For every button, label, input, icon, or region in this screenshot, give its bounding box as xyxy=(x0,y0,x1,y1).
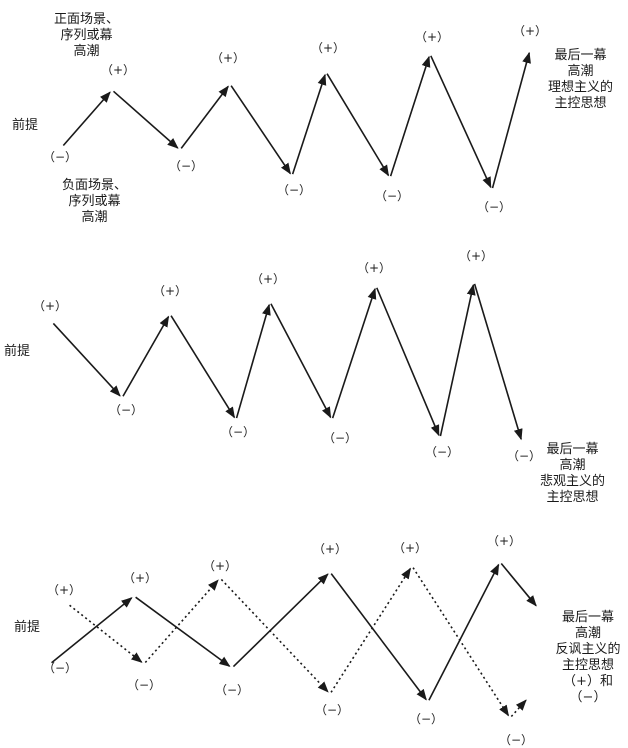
ironic-solid-sign: （+） xyxy=(486,534,522,548)
pessimistic-arc-segment xyxy=(170,315,236,419)
idealistic-arc-segment xyxy=(112,90,179,149)
pessimistic-arc-segment xyxy=(122,315,170,397)
ending-note-pessimistic: 最后一幕 高潮 悲观主义的 主控思想 xyxy=(540,442,606,505)
ironic-solid-sign: （−） xyxy=(214,683,250,697)
ironic-dotted-arc-segment xyxy=(510,699,527,718)
ironic-solid-arc-segment xyxy=(232,573,329,668)
premise-label-1: 前提 xyxy=(12,118,39,133)
pessimistic-sign: （+） xyxy=(250,272,286,286)
ironic-solid-arc-segment xyxy=(135,596,231,667)
ironic-start-sign-solid: （−） xyxy=(42,661,78,675)
pessimistic-arc-segment xyxy=(439,283,476,437)
idealistic-arc-segment xyxy=(430,55,492,189)
pessimistic-arc-segment xyxy=(376,287,440,437)
pessimistic-sign: （−） xyxy=(424,445,460,459)
idealistic-start-sign: （−） xyxy=(42,150,78,164)
ironic-dotted-arc-segment xyxy=(412,567,510,717)
ending-note-idealistic: 最后一幕 高潮 理想主义的 主控思想 xyxy=(548,48,614,111)
pessimistic-sign: （−） xyxy=(220,425,256,439)
idealistic-arc-segment xyxy=(230,85,291,175)
ironic-solid-sign: （+） xyxy=(122,571,158,585)
ironic-dotted-sign: （−） xyxy=(126,678,162,692)
ironic-dotted-sign: （+） xyxy=(202,559,238,573)
idealistic-arc-segment xyxy=(389,55,431,177)
ironic-solid-arc-segment xyxy=(330,573,427,701)
pessimistic-sign: （+） xyxy=(152,284,188,298)
ironic-dotted-sign: （−） xyxy=(498,733,534,747)
negative-climax-note: 负面场景、 序列或幕 高潮 xyxy=(62,178,128,225)
idealistic-sign: （+） xyxy=(210,51,246,65)
positive-climax-note: 正面场景、 序列或幕 高潮 xyxy=(54,12,120,59)
pessimistic-arc-segment xyxy=(473,283,523,441)
idealistic-sign: （+） xyxy=(310,41,346,55)
ironic-start-sign-dotted: （+） xyxy=(46,583,82,597)
idealistic-sign: （−） xyxy=(374,189,410,203)
idealistic-sign: （+） xyxy=(414,30,450,44)
pessimistic-arc-segment xyxy=(235,303,271,419)
idealistic-arc-segment xyxy=(491,51,531,189)
ironic-dotted-arc-segment xyxy=(330,567,412,693)
premise-label-2: 前提 xyxy=(4,344,31,359)
pessimistic-sign: （−） xyxy=(322,431,358,445)
idealistic-arc-segment xyxy=(326,73,390,177)
ironic-dotted-sign: （+） xyxy=(392,541,428,555)
pessimistic-sign: （+） xyxy=(458,249,494,263)
ironic-dotted-arc-segment xyxy=(220,578,329,693)
idealistic-sign: （+） xyxy=(512,24,548,38)
pessimistic-arc-segment xyxy=(331,287,377,419)
ironic-dotted-arc-segment xyxy=(69,604,143,663)
pessimistic-sign: （−） xyxy=(108,403,144,417)
idealistic-sign: （+） xyxy=(100,63,136,77)
ironic-solid-sign: （−） xyxy=(408,712,444,726)
pessimistic-sign: （+） xyxy=(356,261,392,275)
idealistic-sign: （−） xyxy=(168,159,204,173)
idealistic-arc-segment xyxy=(62,91,111,147)
ironic-solid-sign: （+） xyxy=(312,542,348,556)
ironic-solid-arc-segment xyxy=(500,563,537,607)
idealistic-arc-segment xyxy=(180,85,229,149)
pessimistic-arc-segment xyxy=(270,303,332,419)
idealistic-arc-segment xyxy=(291,73,327,175)
pessimistic-arc-segment xyxy=(52,322,121,397)
premise-label-3: 前提 xyxy=(14,620,41,635)
ironic-dotted-arc-segment xyxy=(144,579,219,664)
ironic-dotted-sign: （−） xyxy=(314,703,350,717)
ending-note-ironic: 最后一幕 高潮 反讽主义的 主控思想 （+）和（−） xyxy=(555,610,621,705)
pessimistic-start-sign: （+） xyxy=(32,299,68,313)
ironic-solid-arc-segment xyxy=(51,597,133,664)
idealistic-sign: （−） xyxy=(276,183,312,197)
pessimistic-sign: （−） xyxy=(506,449,542,463)
ironic-solid-arc-segment xyxy=(428,563,500,701)
idealistic-sign: （−） xyxy=(476,200,512,214)
